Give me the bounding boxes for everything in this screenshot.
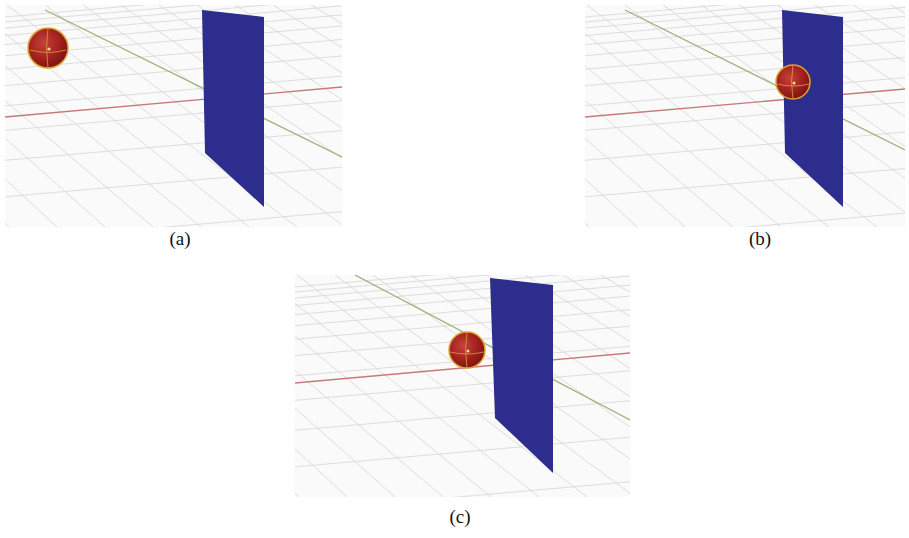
render-panel	[585, 5, 905, 227]
blue-plane	[782, 10, 843, 207]
subfigure-label: (a)	[169, 228, 190, 250]
y-axis	[625, 10, 905, 150]
render-panel	[5, 5, 342, 227]
x-axis	[585, 89, 905, 117]
blue-plane	[490, 278, 553, 473]
render-panel	[295, 275, 630, 497]
red-sphere	[28, 28, 68, 68]
ground	[295, 275, 630, 497]
red-sphere	[449, 332, 485, 368]
subfigure-label: (b)	[749, 228, 771, 250]
subfigure-label: (c)	[449, 506, 470, 528]
red-sphere	[776, 65, 810, 99]
floor-grid	[295, 275, 630, 497]
x-axis	[5, 87, 342, 117]
floor-grid	[5, 5, 342, 227]
blue-plane	[202, 10, 264, 207]
floor-grid	[585, 5, 905, 227]
ground	[5, 5, 342, 227]
y-axis	[45, 10, 342, 157]
